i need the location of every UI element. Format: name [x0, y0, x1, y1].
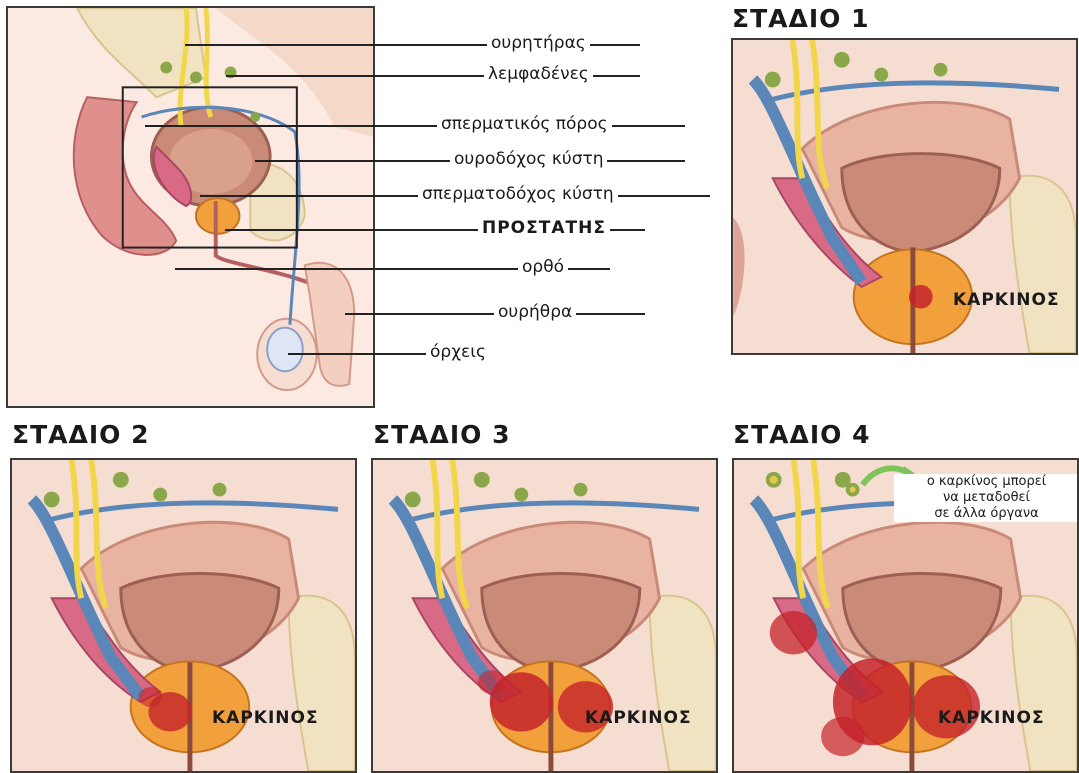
stage-2-panel: ΚΑΡΚΙΝΟΣ — [10, 458, 357, 773]
label-lymph-nodes: λεμφαδένες — [484, 64, 593, 84]
label-testes: όρχεις — [426, 342, 490, 362]
stage-1-title: ΣΤΑΔΙΟ 1 — [732, 4, 869, 33]
label-seminal-vesicle: σπερματοδόχος κύστη — [418, 184, 618, 204]
overview-anatomy-panel — [6, 6, 375, 408]
stage-2-cancer-label: ΚΑΡΚΙΝΟΣ — [212, 708, 319, 728]
male-pelvis-illustration — [8, 8, 373, 406]
stage-1-panel: ΚΑΡΚΙΝΟΣ — [731, 38, 1078, 355]
label-rectum: ορθό — [518, 257, 568, 277]
label-ureter: ουρητήρας — [487, 33, 590, 53]
stage-3-panel: ΚΑΡΚΙΝΟΣ — [371, 458, 718, 773]
label-vas-deferens: σπερματικός πόρος — [437, 114, 612, 134]
stage-2-title: ΣΤΑΔΙΟ 2 — [12, 420, 149, 449]
label-bladder: ουροδόχος κύστη — [450, 149, 607, 169]
stage-4-title: ΣΤΑΔΙΟ 4 — [733, 420, 870, 449]
stage-4-cancer-label: ΚΑΡΚΙΝΟΣ — [938, 708, 1045, 728]
label-urethra: ουρήθρα — [494, 302, 576, 322]
stage-4-panel: ο καρκίνος μπορεί να μεταδοθεί σε άλλα ό… — [732, 458, 1079, 773]
label-prostate: ΠΡΟΣΤΑΤΗΣ — [478, 218, 610, 238]
metastasis-note-line-3: σε άλλα όργανα — [894, 506, 1079, 522]
metastasis-note-line-2: να μεταδοθεί — [894, 490, 1079, 506]
leader-testes — [288, 353, 428, 355]
metastasis-note-line-1: ο καρκίνος μπορεί — [894, 474, 1079, 490]
stage-1-cancer-label: ΚΑΡΚΙΝΟΣ — [953, 290, 1060, 310]
stage-3-title: ΣΤΑΔΙΟ 3 — [373, 420, 510, 449]
metastasis-note: ο καρκίνος μπορεί να μεταδοθεί σε άλλα ό… — [894, 474, 1079, 522]
stage-3-cancer-label: ΚΑΡΚΙΝΟΣ — [585, 708, 692, 728]
